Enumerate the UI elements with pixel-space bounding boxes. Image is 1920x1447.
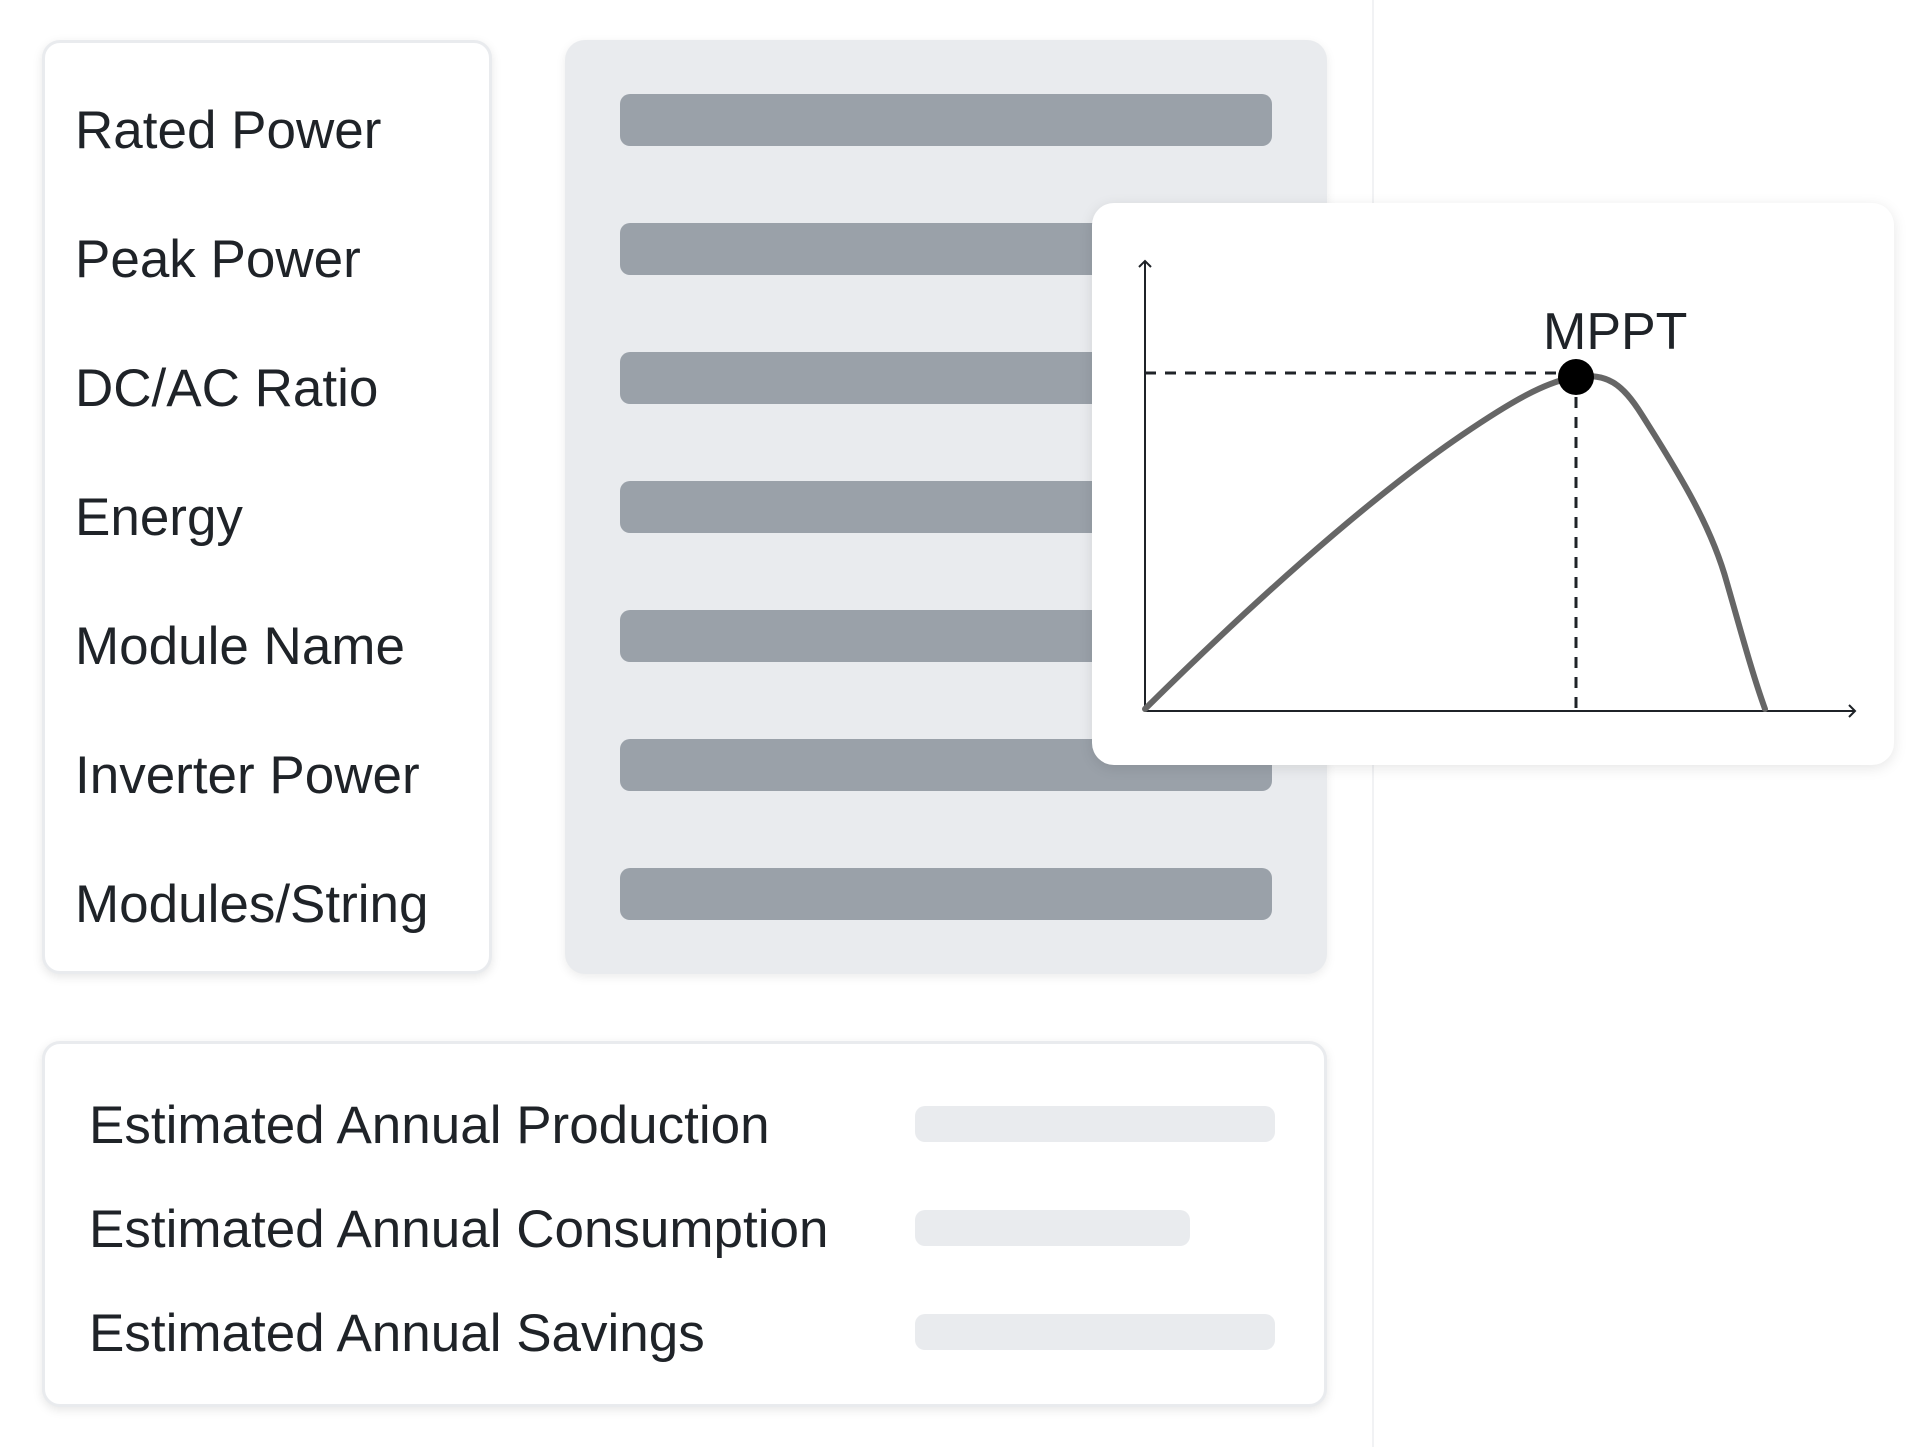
value-placeholder-rated-power [620, 94, 1272, 146]
parameters-card: Rated Power Peak Power DC/AC Ratio Energ… [42, 40, 492, 974]
value-placeholder-production [915, 1106, 1275, 1142]
label-peak-power: Peak Power [75, 230, 361, 289]
label-inverter-power: Inverter Power [75, 746, 420, 805]
mppt-chart: MPPT [1138, 259, 1857, 718]
label-rated-power: Rated Power [75, 101, 382, 160]
power-curve [1142, 373, 1768, 712]
mppt-point [1558, 359, 1594, 395]
label-estimated-annual-production: Estimated Annual Production [89, 1096, 770, 1155]
label-dc-ac-ratio: DC/AC Ratio [75, 359, 379, 418]
value-placeholder-modules-per-string [620, 868, 1272, 920]
label-modules-per-string: Modules/String [75, 875, 429, 934]
values-panel [565, 40, 1327, 974]
mppt-label: MPPT [1543, 303, 1687, 361]
value-placeholder-savings [915, 1314, 1275, 1350]
value-placeholder-consumption [915, 1210, 1190, 1246]
mppt-chart-card: MPPT [1092, 203, 1894, 765]
label-module-name: Module Name [75, 617, 405, 676]
summary-card: Estimated Annual Production Estimated An… [42, 1041, 1327, 1407]
label-estimated-annual-consumption: Estimated Annual Consumption [89, 1200, 829, 1259]
label-energy: Energy [75, 488, 243, 547]
label-estimated-annual-savings: Estimated Annual Savings [89, 1304, 705, 1363]
